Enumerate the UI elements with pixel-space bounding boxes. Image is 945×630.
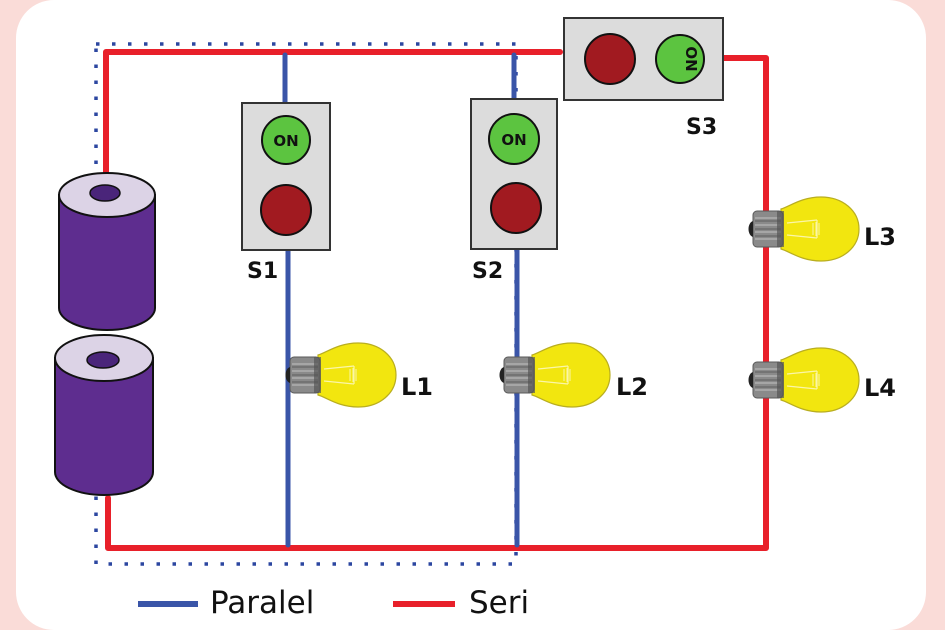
lamp-l1: L1: [284, 342, 433, 408]
lamp-l3: L3: [747, 196, 896, 262]
parallel-boundary: [94, 42, 518, 566]
legend: Paralel Seri: [138, 585, 529, 621]
switch-s2[interactable]: ON S2: [470, 98, 558, 284]
lamp-label: L1: [401, 373, 433, 401]
switch-label: S3: [686, 115, 717, 140]
switch-label: S2: [472, 259, 503, 284]
lamp-l4: L4: [747, 347, 896, 413]
switch-off-button[interactable]: [584, 33, 636, 85]
on-label: ON: [682, 46, 700, 71]
series-wire: [103, 49, 769, 551]
on-label: ON: [273, 132, 298, 150]
switch-on-button[interactable]: ON: [655, 34, 705, 84]
switch-label: S1: [247, 259, 278, 284]
lamp-label: L2: [616, 373, 648, 401]
legend-item-seri: Seri: [393, 585, 529, 621]
switch-s1[interactable]: ON S1: [241, 102, 331, 284]
legend-label: Paralel: [210, 585, 314, 621]
legend-item-paralel: Paralel: [138, 585, 314, 621]
switch-s3[interactable]: ON S3: [563, 17, 724, 140]
bulb-icon: [284, 342, 397, 408]
parallel-wire: [282, 52, 520, 548]
lamp-label: L4: [864, 374, 896, 402]
switch-on-button[interactable]: ON: [261, 115, 311, 165]
battery: [54, 172, 156, 496]
legend-label: Seri: [469, 585, 529, 621]
switch-off-button[interactable]: [490, 182, 542, 234]
battery-cell: [58, 172, 156, 331]
battery-cell: [54, 334, 154, 496]
switch-off-button[interactable]: [260, 184, 312, 236]
on-label: ON: [501, 131, 526, 149]
lamp-l2: L2: [498, 342, 648, 408]
switch-on-button[interactable]: ON: [488, 113, 540, 165]
lamp-label: L3: [864, 223, 896, 251]
